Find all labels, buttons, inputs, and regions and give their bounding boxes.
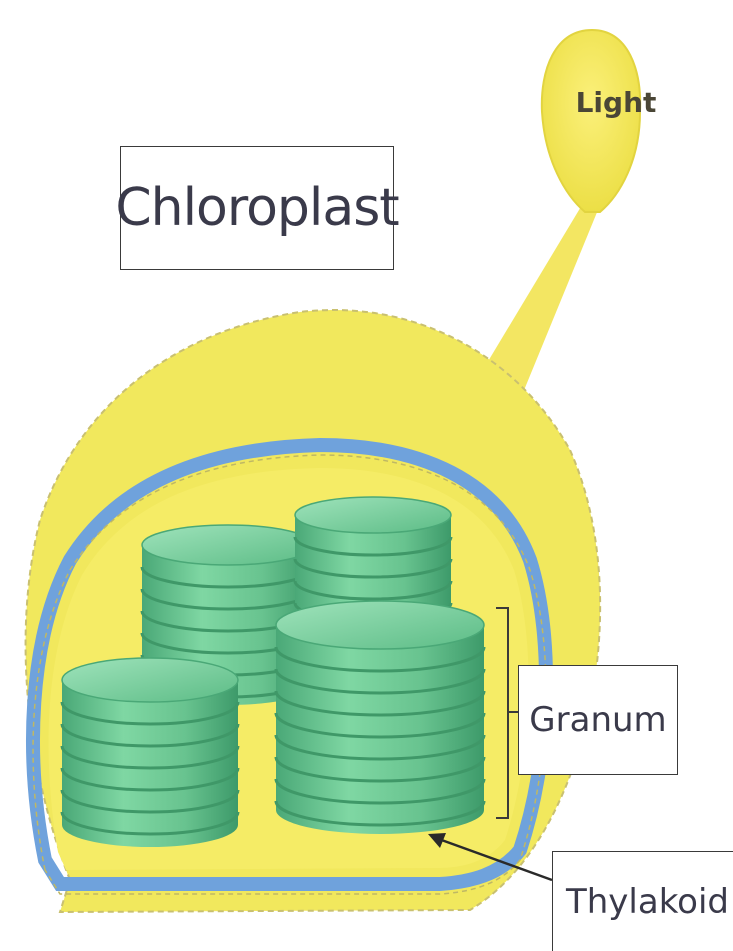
granum-stack-body bbox=[62, 680, 238, 847]
thylakoid-disk-top bbox=[295, 497, 451, 533]
thylakoid-disk-top bbox=[276, 601, 484, 649]
title-label: Chloroplast bbox=[120, 146, 394, 270]
granum-label: Granum bbox=[518, 665, 678, 775]
thylakoid-label: Thylakoid bbox=[552, 851, 733, 951]
granum-stack bbox=[62, 658, 238, 847]
granum-stack bbox=[276, 601, 484, 834]
thylakoid-disk-top bbox=[142, 525, 314, 565]
light-label: Light bbox=[552, 77, 680, 127]
thylakoid-disk-top bbox=[62, 658, 238, 702]
